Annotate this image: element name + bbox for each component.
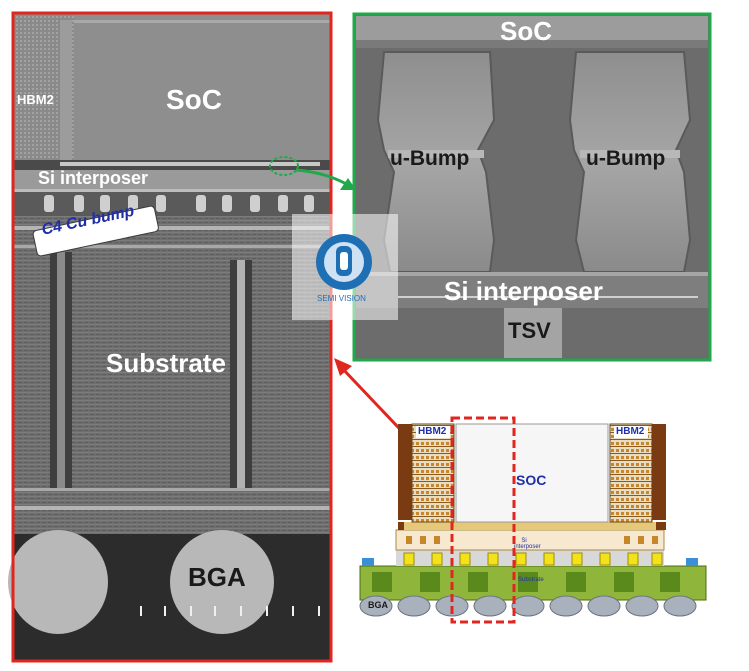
- schematic-interposer-label: Si interposer: [514, 538, 541, 550]
- left-ubump-highlight: [269, 156, 299, 176]
- schematic-substrate-label: Substrate: [518, 577, 544, 583]
- zoom-arrow-green: [295, 168, 356, 190]
- left-panel-frame: [11, 11, 333, 663]
- right-soc-label: SoC: [500, 16, 552, 46]
- left-si-interposer-label: Si interposer: [38, 168, 149, 188]
- left-sem-panel: [8, 11, 333, 663]
- schematic-hbm2-right: [609, 423, 653, 523]
- left-si-interposer: [14, 170, 330, 192]
- left-bga-ball: [170, 530, 274, 634]
- left-soc-label: SoC: [166, 84, 222, 115]
- schematic-hbm2-left-label: HBM2: [418, 426, 447, 437]
- package-schematic: [359, 416, 707, 624]
- schematic-cross-section-highlight: [450, 416, 516, 624]
- schematic-soc-label: SOC: [516, 472, 547, 488]
- right-tsv-label: TSV: [508, 318, 551, 343]
- right-tsv: [504, 308, 562, 358]
- left-c4-bumps: [44, 195, 314, 212]
- right-si-interposer: [356, 272, 708, 308]
- right-sem-panel: [352, 12, 712, 362]
- left-bga-label: BGA: [188, 562, 246, 592]
- semi-vision-watermark-text: SEMI VISION: [317, 294, 366, 303]
- schematic-bga-label: BGA: [368, 600, 388, 610]
- schematic-hbm2-right-label: HBM2: [616, 426, 645, 437]
- semi-vision-watermark: [292, 214, 398, 320]
- right-ubump-left-label: u-Bump: [390, 147, 470, 170]
- c4-cu-bump-banner: [32, 205, 159, 257]
- right-ubump-right-label: u-Bump: [586, 147, 666, 170]
- right-si-interposer-label: Si interposer: [444, 276, 603, 306]
- semi-vision-logo-icon: [316, 234, 372, 290]
- left-soc-die: [74, 14, 330, 166]
- left-hbm2-label: HBM2: [17, 92, 54, 107]
- schematic-bga-balls: [359, 595, 697, 617]
- schematic-hbm2-left: [411, 423, 455, 523]
- left-substrate-label: Substrate: [106, 348, 226, 378]
- left-bga-ball: [8, 530, 108, 634]
